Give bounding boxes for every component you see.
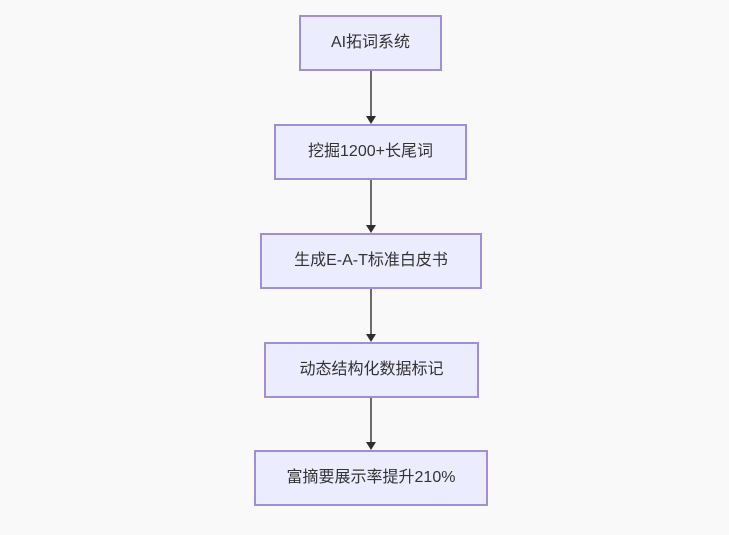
arrow-down-icon [366, 334, 376, 342]
flow-node-eat-whitepaper: 生成E-A-T标准白皮书 [260, 233, 482, 289]
flow-node-label: AI拓词系统 [330, 34, 411, 51]
arrow-down-icon [366, 225, 376, 233]
arrow-down-icon [366, 442, 376, 450]
edge-line [370, 289, 372, 337]
edge-line [370, 71, 372, 119]
flow-node-ai-system: AI拓词系统 [299, 15, 442, 71]
flow-node-structured-data: 动态结构化数据标记 [264, 342, 479, 398]
flow-edge-2 [366, 180, 376, 233]
flow-node-longtail-mining: 挖掘1200+长尾词 [274, 124, 467, 180]
flow-edge-1 [366, 71, 376, 124]
flow-node-label: 挖掘1200+长尾词 [308, 143, 433, 160]
flow-edge-3 [366, 289, 376, 342]
arrow-down-icon [366, 116, 376, 124]
flow-node-label: 富摘要展示率提升210% [286, 469, 456, 486]
edge-line [370, 398, 372, 445]
flow-edge-4 [366, 398, 376, 450]
flow-node-label: 生成E-A-T标准白皮书 [294, 252, 448, 269]
edge-line [370, 180, 372, 228]
flow-node-label: 动态结构化数据标记 [299, 361, 444, 378]
flow-node-rich-snippet-result: 富摘要展示率提升210% [254, 450, 488, 506]
